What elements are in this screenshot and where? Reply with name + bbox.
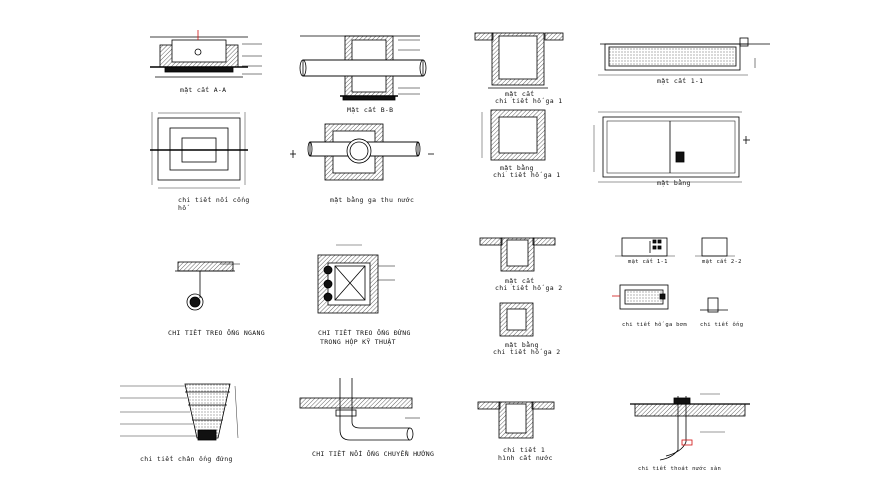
horizontal-pipe-hanger (175, 261, 240, 311)
pipe-connection-plan (150, 112, 248, 189)
label-section-hg2: mặt cắt (505, 277, 535, 285)
label-water-section: hình cắt nước (498, 454, 553, 462)
manhole-2-plan (499, 302, 534, 337)
section-b-b-drawing (299, 35, 427, 101)
manhole-1-plan (481, 109, 546, 161)
label-pipe-base: chi tiết chân ống đứng (140, 455, 233, 463)
label-section-1-1: mặt cắt 1-1 (657, 77, 704, 85)
vertical-pipe-hanger (317, 244, 395, 314)
label-detail-hg1-top: chi tiết hố ga 1 (495, 97, 563, 105)
label-section-hg1: mặt cắt (505, 90, 535, 98)
floor-plan-drawing (593, 111, 750, 183)
label-pipe-connection: chi tiết nối cống (178, 196, 250, 204)
label-section-1-1-small: mặt cắt 1-1 (628, 259, 668, 265)
label-section-2-2-small: mặt cắt 2-2 (702, 259, 742, 265)
manhole-1-section-drawing (474, 32, 564, 89)
label-catch-basin-plan: mặt bằng ga thu nước (330, 196, 415, 204)
catch-basin-plan (290, 123, 434, 181)
pump-pit-sections (612, 237, 735, 313)
label-detail-hg1-bot: chi tiết hố ga 1 (493, 171, 561, 179)
section-1-1-drawing (598, 37, 770, 76)
manhole-2-section (479, 237, 556, 272)
detail-1-section (477, 401, 555, 439)
label-vertical-hanger-1: CHI TIẾT TREO ỐNG ĐỨNG (318, 329, 411, 337)
label-pipe-elbow: CHI TIẾT NỐI ỐNG CHUYỂN HƯỚNG (312, 450, 435, 458)
label-pump-pit: chi tiết hố ga bơm (622, 322, 688, 328)
label-floor-drain: chi tiết thoát nước sàn (638, 466, 722, 472)
label-section-b-b: Mặt cắt B-B (347, 106, 394, 114)
pipe-elbow-detail (299, 378, 420, 441)
label-horizontal-hanger: CHI TIẾT TREO ỐNG NGANG (168, 329, 265, 337)
label-detail-1: chi tiết 1 (503, 446, 546, 454)
label-section-a-a: mặt cắt A-A (180, 86, 227, 94)
label-vertical-hanger-2: TRONG HỘP KỸ THUẬT (320, 338, 396, 346)
label-plan-hg1: mặt bằng (500, 164, 534, 172)
section-a-a-drawing (150, 30, 262, 78)
label-plan-hg2: mặt bằng (505, 341, 539, 349)
label-detail-hg2: chi tiết hố ga 2 (495, 284, 563, 292)
pipe-base-funnel (120, 383, 239, 441)
label-pipe-connection-2: hố (178, 204, 187, 212)
label-detail-hg2-b: chi tiết hố ga 2 (493, 348, 561, 356)
label-plan-large: mặt bằng (657, 179, 691, 187)
floor-drain-detail (630, 393, 750, 461)
label-pipe-small: chi tiết ống (700, 322, 744, 328)
